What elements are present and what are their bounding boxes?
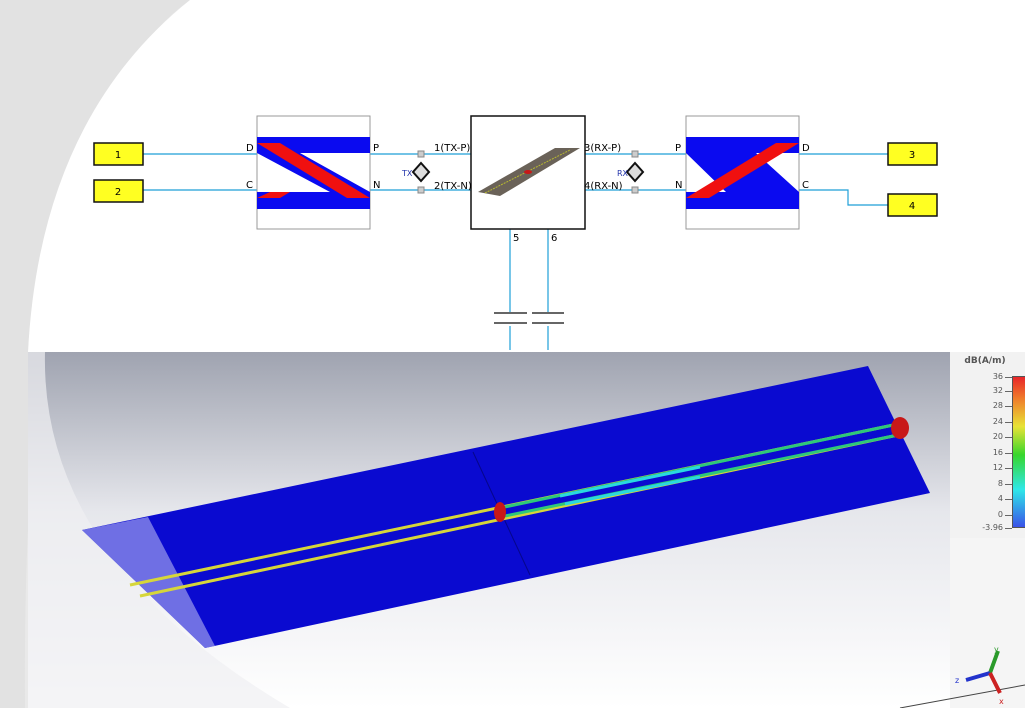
legend-tick: 16 <box>963 448 1012 457</box>
axis-triad: y z x <box>955 645 1004 706</box>
svg-text:P: P <box>675 143 681 154</box>
port-1[interactable]: 1 <box>93 142 144 166</box>
background-swoosh <box>0 0 190 708</box>
svg-text:2(TX-N): 2(TX-N) <box>434 181 472 192</box>
port-2[interactable]: 2 <box>93 179 144 203</box>
svg-text:3: 3 <box>909 150 915 161</box>
legend-title: dB(A/m) <box>964 356 1006 366</box>
svg-text:N: N <box>675 180 682 191</box>
svg-text:C: C <box>246 180 253 191</box>
legend-tick: 36 <box>963 372 1012 381</box>
svg-text:5: 5 <box>513 233 519 244</box>
3d-view[interactable] <box>28 352 1025 708</box>
axis-z-label: z <box>955 676 959 685</box>
axis-x-label: x <box>999 697 1004 706</box>
svg-text:RX: RX <box>617 169 629 178</box>
port-3[interactable]: 3 <box>887 142 938 166</box>
legend-tick: 8 <box>963 479 1012 488</box>
legend-tick: 12 <box>963 463 1012 472</box>
svg-text:4: 4 <box>909 201 915 212</box>
legend-tick: 4 <box>963 494 1012 503</box>
legend-tick: 32 <box>963 386 1012 395</box>
svg-text:1: 1 <box>115 150 121 161</box>
svg-text:TX: TX <box>401 169 413 178</box>
svg-text:2: 2 <box>115 187 121 198</box>
tx-probe[interactable]: TX <box>401 150 431 194</box>
svg-text:6: 6 <box>551 233 557 244</box>
hotspot-end <box>891 417 909 439</box>
legend-tick: 0 <box>963 510 1012 519</box>
svg-text:C: C <box>802 180 809 191</box>
channel-block[interactable]: 1(TX-P) 2(TX-N) 3(RX-P) 4(RX-N) 5 6 <box>434 115 623 244</box>
svg-text:1(TX-P): 1(TX-P) <box>434 143 470 154</box>
svg-text:3(RX-P): 3(RX-P) <box>584 143 621 154</box>
svg-text:4(RX-N): 4(RX-N) <box>584 181 623 192</box>
legend-tick: -3.96 <box>963 523 1012 532</box>
legend-tick: 24 <box>963 417 1012 426</box>
legend-tick: 28 <box>963 401 1012 410</box>
port-4[interactable]: 4 <box>887 193 938 217</box>
color-legend: dB(A/m) 36 32 28 24 20 16 12 8 4 0 -3.96 <box>950 352 1025 538</box>
svg-text:P: P <box>373 143 379 154</box>
hotspot-center <box>494 502 506 522</box>
capacitors[interactable] <box>494 312 564 324</box>
rx-probe[interactable]: RX <box>617 150 645 194</box>
right-diff-block[interactable]: P N D C <box>675 115 810 230</box>
svg-text:N: N <box>373 180 380 191</box>
svg-text:D: D <box>246 143 254 154</box>
left-diff-block[interactable]: D C P N <box>246 115 380 230</box>
legend-color-bar <box>1012 376 1025 528</box>
svg-text:D: D <box>802 143 810 154</box>
axis-y-label: y <box>994 645 999 654</box>
legend-tick: 20 <box>963 432 1012 441</box>
